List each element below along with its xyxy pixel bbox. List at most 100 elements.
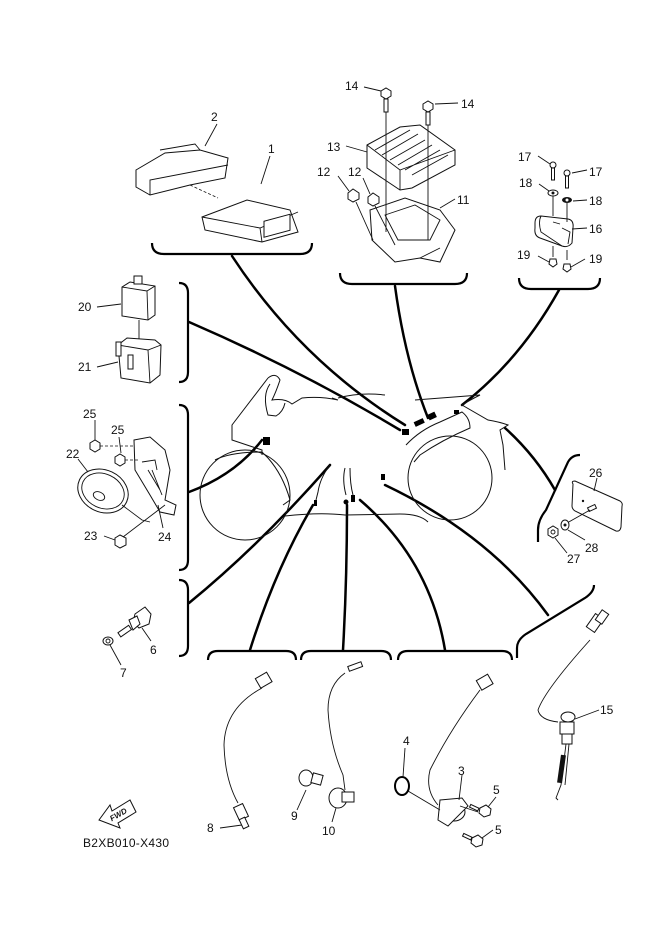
horn-arm: [121, 504, 151, 523]
front-wheel: [199, 449, 291, 541]
leader-p2: [204, 123, 218, 147]
part-15-switch[interactable]: [555, 711, 576, 801]
bracket-sensor-8: [206, 649, 298, 661]
label-part-5b: 5: [495, 823, 502, 837]
leader-p23: [103, 535, 116, 541]
part-1-connector: [263, 213, 291, 238]
relay-terminal: [133, 275, 143, 285]
sensor-8-group: 8: [207, 671, 273, 835]
part-4-oring[interactable]: [394, 776, 410, 796]
part-3-sensor[interactable]: [437, 797, 469, 827]
ecu-group: 2 1: [135, 110, 299, 243]
label-part-18b: 18: [589, 194, 603, 208]
relay-detail: [121, 285, 156, 321]
part-2-cover[interactable]: [135, 149, 229, 196]
part-12-bolt[interactable]: [347, 188, 374, 241]
label-part-19b: 19: [589, 252, 603, 266]
part-25-bolt[interactable]: [89, 439, 135, 453]
motorcycle-silhouette: [199, 374, 510, 541]
bracket-reflector: [536, 453, 581, 542]
relay-bracket-group: 17 17 18 18 16 19 19: [517, 150, 603, 273]
label-part-22: 22: [66, 447, 80, 461]
sensor-3-group: 4 3 5 5: [394, 673, 502, 848]
part-19-nut[interactable]: [562, 263, 572, 273]
part-10-wire: [327, 672, 346, 791]
alignment-line: [189, 184, 219, 199]
leader-p27: [554, 537, 568, 554]
part-9-sensor[interactable]: [298, 769, 324, 787]
leader-p4-connection: [407, 790, 441, 811]
part-14-bolt[interactable]: [422, 100, 434, 126]
bracket-switch-15: [515, 584, 596, 658]
label-part-11: 11: [457, 193, 470, 207]
leader-sensor-8: [248, 503, 315, 652]
part-6-sensor[interactable]: [117, 606, 152, 638]
leader-rectifier: [393, 284, 430, 420]
part-25-bolt[interactable]: [114, 453, 140, 467]
label-part-25a: 25: [83, 407, 97, 421]
part-26-reflector[interactable]: [571, 480, 623, 532]
part-21-holder[interactable]: [117, 337, 162, 384]
part-7-washer[interactable]: [102, 636, 114, 646]
group-brackets: [150, 242, 602, 661]
heat-fins: [366, 129, 456, 190]
part-22-horn[interactable]: [71, 461, 136, 521]
part-5-bolt[interactable]: [461, 832, 484, 848]
part-24-bracket[interactable]: [133, 436, 177, 516]
bracket-detail: [384, 204, 441, 259]
relay-group: 20 21: [78, 275, 162, 384]
label-part-25b: 25: [111, 423, 125, 437]
leader-p5b: [481, 829, 494, 839]
part-5-bolt[interactable]: [468, 803, 492, 818]
part-11-bracket[interactable]: [369, 197, 456, 263]
belly-line: [284, 513, 429, 523]
part-12-bolt[interactable]: [367, 192, 396, 246]
connector-mark: [454, 410, 459, 414]
label-part-1: 1: [268, 142, 275, 156]
leader-p7: [109, 644, 122, 666]
label-part-24: 24: [158, 530, 172, 544]
leader-p14b: [434, 102, 459, 105]
leader-p16: [571, 227, 588, 230]
part-27-nut[interactable]: [547, 525, 559, 539]
part-23-bolt[interactable]: [114, 504, 166, 549]
part-15-wire: [537, 639, 591, 723]
part-14-bolt[interactable]: [380, 87, 392, 113]
leader-p17a: [537, 155, 551, 165]
label-part-28: 28: [585, 541, 599, 555]
connector-mark: [402, 429, 409, 435]
part-16-bracket[interactable]: [534, 215, 574, 248]
bracket-relay-bracket: [517, 277, 602, 291]
fwd-arrow-icon: [98, 799, 137, 829]
leader-p21: [96, 361, 119, 368]
horn-group: 25 25 22 23 24: [66, 407, 177, 549]
part-10-sensor[interactable]: [328, 787, 355, 809]
part-19-nut[interactable]: [548, 258, 558, 268]
part-15-connector: [585, 609, 610, 634]
part-8-sensor[interactable]: [232, 802, 250, 830]
bracket-rectifier: [338, 272, 469, 286]
alignment-line: [459, 805, 479, 813]
label-part-23: 23: [84, 529, 98, 543]
leader-p18b: [572, 199, 588, 202]
horn-rim: [81, 472, 125, 510]
bracket-ecu: [150, 242, 314, 256]
holder-clip: [127, 354, 134, 370]
bracket-horn: [178, 403, 190, 572]
label-part-26: 26: [589, 466, 603, 480]
connector-mark: [351, 495, 355, 502]
leader-p24: [157, 504, 164, 529]
leader-ecu: [230, 254, 407, 427]
leader-p3: [458, 774, 463, 801]
bracket-relay: [178, 281, 190, 384]
label-part-9: 9: [291, 809, 298, 823]
part-17-screw[interactable]: [563, 169, 571, 189]
label-part-27: 27: [567, 552, 581, 566]
reflector-dot: [581, 499, 585, 503]
part-17-screw[interactable]: [549, 161, 557, 181]
leader-p8: [219, 824, 243, 829]
leader-p14a: [363, 86, 382, 92]
nut-hole: [550, 529, 556, 535]
leader-p15: [574, 709, 600, 720]
